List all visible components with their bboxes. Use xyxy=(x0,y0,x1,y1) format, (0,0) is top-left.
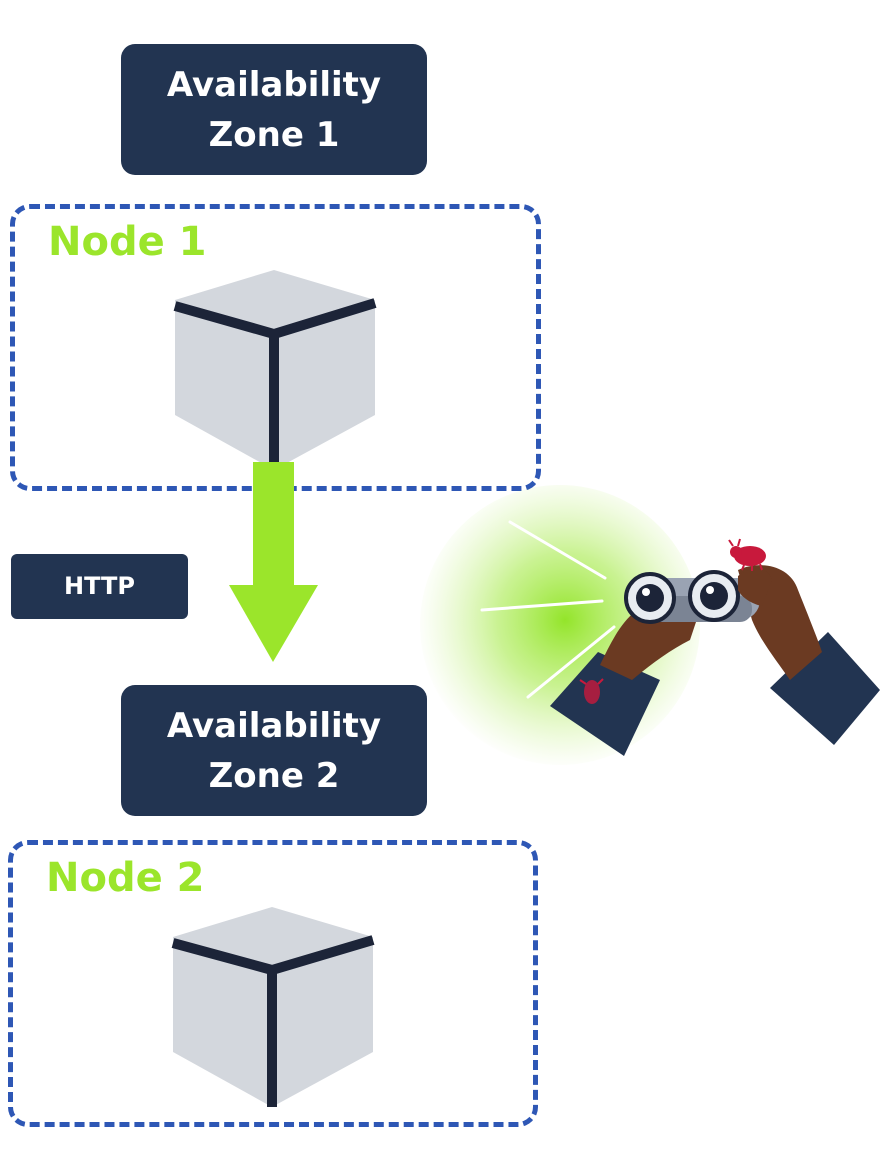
availability-zone-1-label: Availability Zone 1 xyxy=(121,44,427,175)
down-arrow-icon xyxy=(229,462,318,662)
binoculars-observer-icon xyxy=(420,485,880,765)
bug-icon xyxy=(728,538,766,571)
zone-1-line-2: Zone 1 xyxy=(208,114,340,155)
zone-2-line-1: Availability xyxy=(166,705,382,746)
bug-icon xyxy=(579,678,604,704)
server-cube-icon xyxy=(171,907,375,1107)
availability-zone-2-label: Availability Zone 2 xyxy=(121,685,427,816)
zone-2-line-2: Zone 2 xyxy=(208,755,340,796)
zone-1-line-1: Availability xyxy=(166,64,382,105)
node-1-title: Node 1 xyxy=(48,219,207,265)
node-2-title: Node 2 xyxy=(46,855,205,901)
node-2-container xyxy=(8,840,538,1127)
server-cube-icon xyxy=(173,270,377,470)
http-label: HTTP xyxy=(11,554,188,619)
